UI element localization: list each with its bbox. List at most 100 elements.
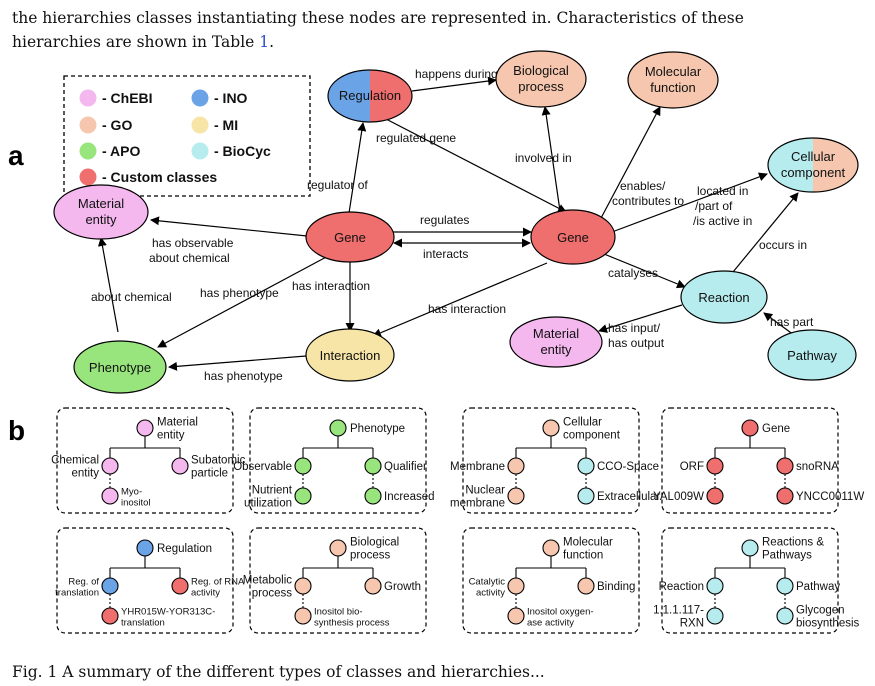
hierarchy-tree-1: MaterialentityChemicalentitySubatomicpar… — [51, 407, 246, 514]
tree-root-label-2: entity — [157, 430, 185, 442]
tree-leaf-label-2: utilization — [244, 498, 292, 510]
tree-right-label-1: snoRNA — [796, 461, 839, 473]
node-material-entity-left: Material entity — [53, 184, 149, 240]
tree-left-label-2: entity — [72, 468, 100, 480]
intro-line-2-end: . — [269, 33, 275, 51]
label-happens-during: happens during — [415, 67, 498, 81]
intro-line-1: the hierarchies classes instantiating th… — [12, 9, 744, 27]
tree-right-node — [577, 457, 595, 475]
tree-root-label-2: Pathways — [762, 550, 812, 562]
tree-left-label-2: translation — [55, 588, 99, 599]
tree-root-label-1: Molecular — [563, 537, 613, 549]
tree-leaf-node — [507, 487, 525, 505]
label-has-part: has part — [770, 315, 814, 329]
panel-b-hierarchies: MaterialentityChemicalentitySubatomicpar… — [51, 407, 864, 634]
edge-located-in — [611, 172, 768, 233]
tree-right-label-1: Growth — [384, 581, 421, 593]
tree-left-label-2: activity — [476, 588, 505, 599]
tree-root-label-2: component — [563, 430, 621, 442]
tree-leaf-label-2: RXN — [680, 618, 704, 630]
node-cc-label-1: Cellular — [791, 149, 836, 164]
legend-chebi-swatch — [79, 89, 97, 107]
hierarchy-box — [56, 407, 234, 514]
intro-paragraph: the hierarchies classes instantiating th… — [12, 6, 864, 54]
tree-left-label-1: Reg. of — [68, 577, 99, 588]
label-enables-1: enables/ — [620, 179, 666, 193]
node-me2-label-2: entity — [540, 342, 572, 357]
tree-root-node — [741, 539, 759, 557]
tree-left-label-1: Membrane — [450, 461, 505, 473]
tree-leaf2-label-1: Extracellular — [597, 491, 660, 503]
tree-left-node — [706, 457, 724, 475]
legend-go-label: - GO — [102, 117, 132, 133]
node-molecular-function: Molecular function — [627, 51, 719, 109]
tree-left-label-1: Reaction — [659, 581, 704, 593]
legend-go-swatch — [79, 116, 97, 134]
tree-root-label-1: Biological — [350, 537, 399, 549]
legend: - ChEBI - GO - APO - Custom classes - IN… — [63, 75, 311, 197]
tree-leaf2-label-1: YNCC0011W — [796, 491, 864, 503]
node-reaction-label: Reaction — [698, 290, 749, 305]
edge-labels: happens during regulated gene involved i… — [91, 67, 814, 383]
tree-left-label-1: Catalytic — [469, 577, 506, 588]
tree-leaf-label-1: YAL009W — [653, 491, 704, 503]
tree-leaf-node — [706, 607, 724, 625]
edge-has-observable — [150, 216, 308, 237]
tree-root-label-1: Regulation — [157, 543, 212, 555]
node-bp-label-2: process — [518, 79, 564, 94]
tree-right-label-2: particle — [191, 468, 228, 480]
label-involved-in: involved in — [515, 151, 572, 165]
intro-line-2-text: hierarchies are shown in Table — [12, 33, 260, 51]
node-pathway-label: Pathway — [787, 348, 837, 363]
node-gene-right-label: Gene — [557, 230, 589, 245]
label-located-in-3: /is active in — [693, 214, 752, 228]
legend-custom-label: - Custom classes — [102, 169, 217, 185]
graph-edges — [97, 76, 799, 371]
tree-root-label-1: Material — [157, 417, 198, 429]
hierarchy-box — [661, 527, 839, 634]
legend-mi-label: - MI — [214, 117, 238, 133]
edge-happens-during — [411, 76, 497, 92]
legend-apo-label: - APO — [102, 143, 140, 159]
tree-left-label-1: Observable — [233, 461, 292, 473]
node-interaction-label: Interaction — [320, 348, 381, 363]
label-regulates: regulates — [420, 213, 469, 227]
tree-leaf-label-2: synthesis process — [314, 618, 390, 629]
edge-has-input — [598, 304, 683, 333]
node-gene-right: Gene — [530, 209, 616, 265]
node-me2-label-1: Material — [533, 326, 579, 341]
tree-leaf-node — [507, 607, 525, 625]
tree-left-label-2: process — [252, 588, 293, 600]
hierarchy-box — [56, 527, 234, 634]
tree-leaf-node — [101, 487, 119, 505]
tree-right-label-1: Qualifier — [384, 461, 427, 473]
label-has-input-2: has output — [608, 336, 665, 350]
legend-biocyc-swatch — [191, 142, 209, 160]
label-located-in-1: located in — [697, 184, 748, 198]
node-mf-label-1: Molecular — [645, 64, 702, 79]
label-has-observable-2: about chemical — [149, 251, 230, 265]
tree-leaf2-node — [776, 487, 794, 505]
tree-leaf2-node — [577, 487, 595, 505]
edge-about-chemical — [97, 237, 119, 333]
tree-root-label-1: Gene — [762, 423, 790, 435]
table-reference-link[interactable]: 1 — [259, 33, 270, 51]
node-interaction: Interaction — [305, 328, 395, 382]
tree-left-label-1: Chemical — [51, 455, 99, 467]
tree-right-node — [776, 577, 794, 595]
legend-apo-swatch — [79, 142, 97, 160]
tree-left-node — [101, 577, 119, 595]
tree-leaf2-node — [776, 607, 794, 625]
hierarchy-box — [249, 407, 427, 514]
hierarchy-box — [462, 407, 640, 514]
tree-leaf-label-1: 1.1.1.117- — [653, 605, 704, 617]
tree-right-label-1: Reg. of RNA — [191, 577, 245, 588]
tree-root-label-1: Reactions & — [762, 537, 824, 549]
node-cellular-component: Cellular component — [767, 137, 859, 193]
edge-enables — [599, 106, 661, 221]
tree-leaf-label-1: YHR015W-YOR313C- — [121, 607, 215, 618]
tree-leaf-label-2: ase activity — [527, 618, 574, 629]
panel-b-letter: b — [8, 415, 25, 446]
